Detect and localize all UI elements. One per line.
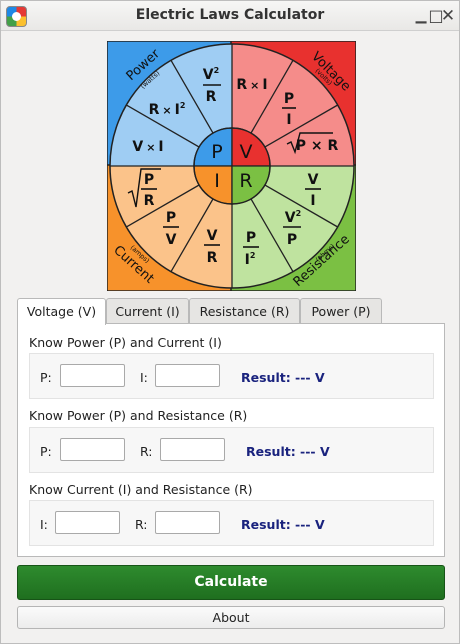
- input-label-r: R:: [140, 444, 153, 459]
- formula-p-over-i2-num: P: [246, 230, 256, 246]
- formula-r-times-i: R×I: [236, 77, 267, 93]
- current-input[interactable]: [55, 511, 120, 534]
- result-i-and-r: Result: --- V: [241, 517, 325, 532]
- window-title: Electric Laws Calculator: [135, 7, 325, 23]
- result-p-and-i: Result: --- V: [241, 370, 325, 385]
- formula-sqrt-p-times-r: P × R: [296, 138, 339, 154]
- tab-current[interactable]: Current (I): [106, 298, 189, 324]
- minimize-icon[interactable]: ▁: [415, 8, 427, 24]
- input-label-i: I:: [140, 370, 148, 385]
- tab-power[interactable]: Power (P): [300, 298, 382, 324]
- close-icon[interactable]: ✕: [440, 6, 456, 26]
- formula-v-over-i-den: I: [310, 193, 315, 209]
- formula-p-over-i2-den: I2: [245, 251, 256, 268]
- current-input[interactable]: [155, 364, 220, 387]
- resistance-input[interactable]: [155, 511, 220, 534]
- formula-v2-over-r-den: R: [206, 89, 217, 105]
- result-p-and-r: Result: --- V: [246, 444, 330, 459]
- center-i-label: I: [214, 170, 220, 192]
- ohms-law-wheel: P V I R Power (watts) Voltage (volts) Cu…: [107, 41, 356, 291]
- formula-sqrt-p-over-r-den: R: [144, 193, 155, 209]
- formula-v-over-r-den: R: [207, 250, 218, 266]
- tab-bar: Voltage (V) Current (I) Resistance (R) P…: [17, 298, 445, 325]
- center-p-label: P: [211, 141, 222, 163]
- center-v-label: V: [240, 141, 253, 163]
- group-i-and-r: I: R: Result: --- V: [29, 500, 434, 546]
- input-label-p: P:: [40, 370, 52, 385]
- calculate-button[interactable]: Calculate: [17, 565, 445, 600]
- about-button[interactable]: About: [17, 606, 445, 629]
- input-label-i: I:: [40, 517, 48, 532]
- formula-v-over-i-num: V: [308, 172, 319, 188]
- input-label-r: R:: [135, 517, 148, 532]
- formula-v2-over-p-num: V2: [285, 209, 301, 226]
- input-label-p: P:: [40, 444, 52, 459]
- formula-r-times-i2: R×I2: [149, 101, 186, 118]
- group-p-and-i: P: I: Result: --- V: [29, 353, 434, 399]
- formula-v2-over-r-num: V2: [203, 66, 219, 83]
- power-input[interactable]: [60, 364, 125, 387]
- formula-p-over-i-num: P: [284, 91, 294, 107]
- power-input[interactable]: [60, 438, 125, 461]
- resistance-input[interactable]: [160, 438, 225, 461]
- center-r-label: R: [239, 170, 252, 192]
- formula-v-times-i: V×I: [132, 139, 163, 155]
- section-title-p-and-r: Know Power (P) and Resistance (R): [29, 408, 248, 423]
- tab-resistance[interactable]: Resistance (R): [189, 298, 300, 324]
- formula-v-over-r-num: V: [207, 228, 218, 244]
- formula-sqrt-p-over-r-num: P: [144, 172, 154, 188]
- formula-p-over-v-den: V: [166, 232, 177, 248]
- section-title-p-and-i: Know Power (P) and Current (I): [29, 335, 222, 350]
- formula-p-over-v-num: P: [166, 210, 176, 226]
- formula-p-over-i-den: I: [286, 112, 291, 128]
- formula-v2-over-p-den: P: [287, 232, 297, 248]
- maximize-icon[interactable]: □: [428, 6, 444, 25]
- tab-voltage[interactable]: Voltage (V): [17, 298, 106, 325]
- section-title-i-and-r: Know Current (I) and Resistance (R): [29, 482, 253, 497]
- title-bar[interactable]: Electric Laws Calculator ▁ □ ✕: [1, 1, 459, 31]
- group-p-and-r: P: R: Result: --- V: [29, 427, 434, 473]
- voltage-tab-panel: Know Power (P) and Current (I) P: I: Res…: [17, 323, 445, 557]
- app-logo-icon: [6, 6, 27, 27]
